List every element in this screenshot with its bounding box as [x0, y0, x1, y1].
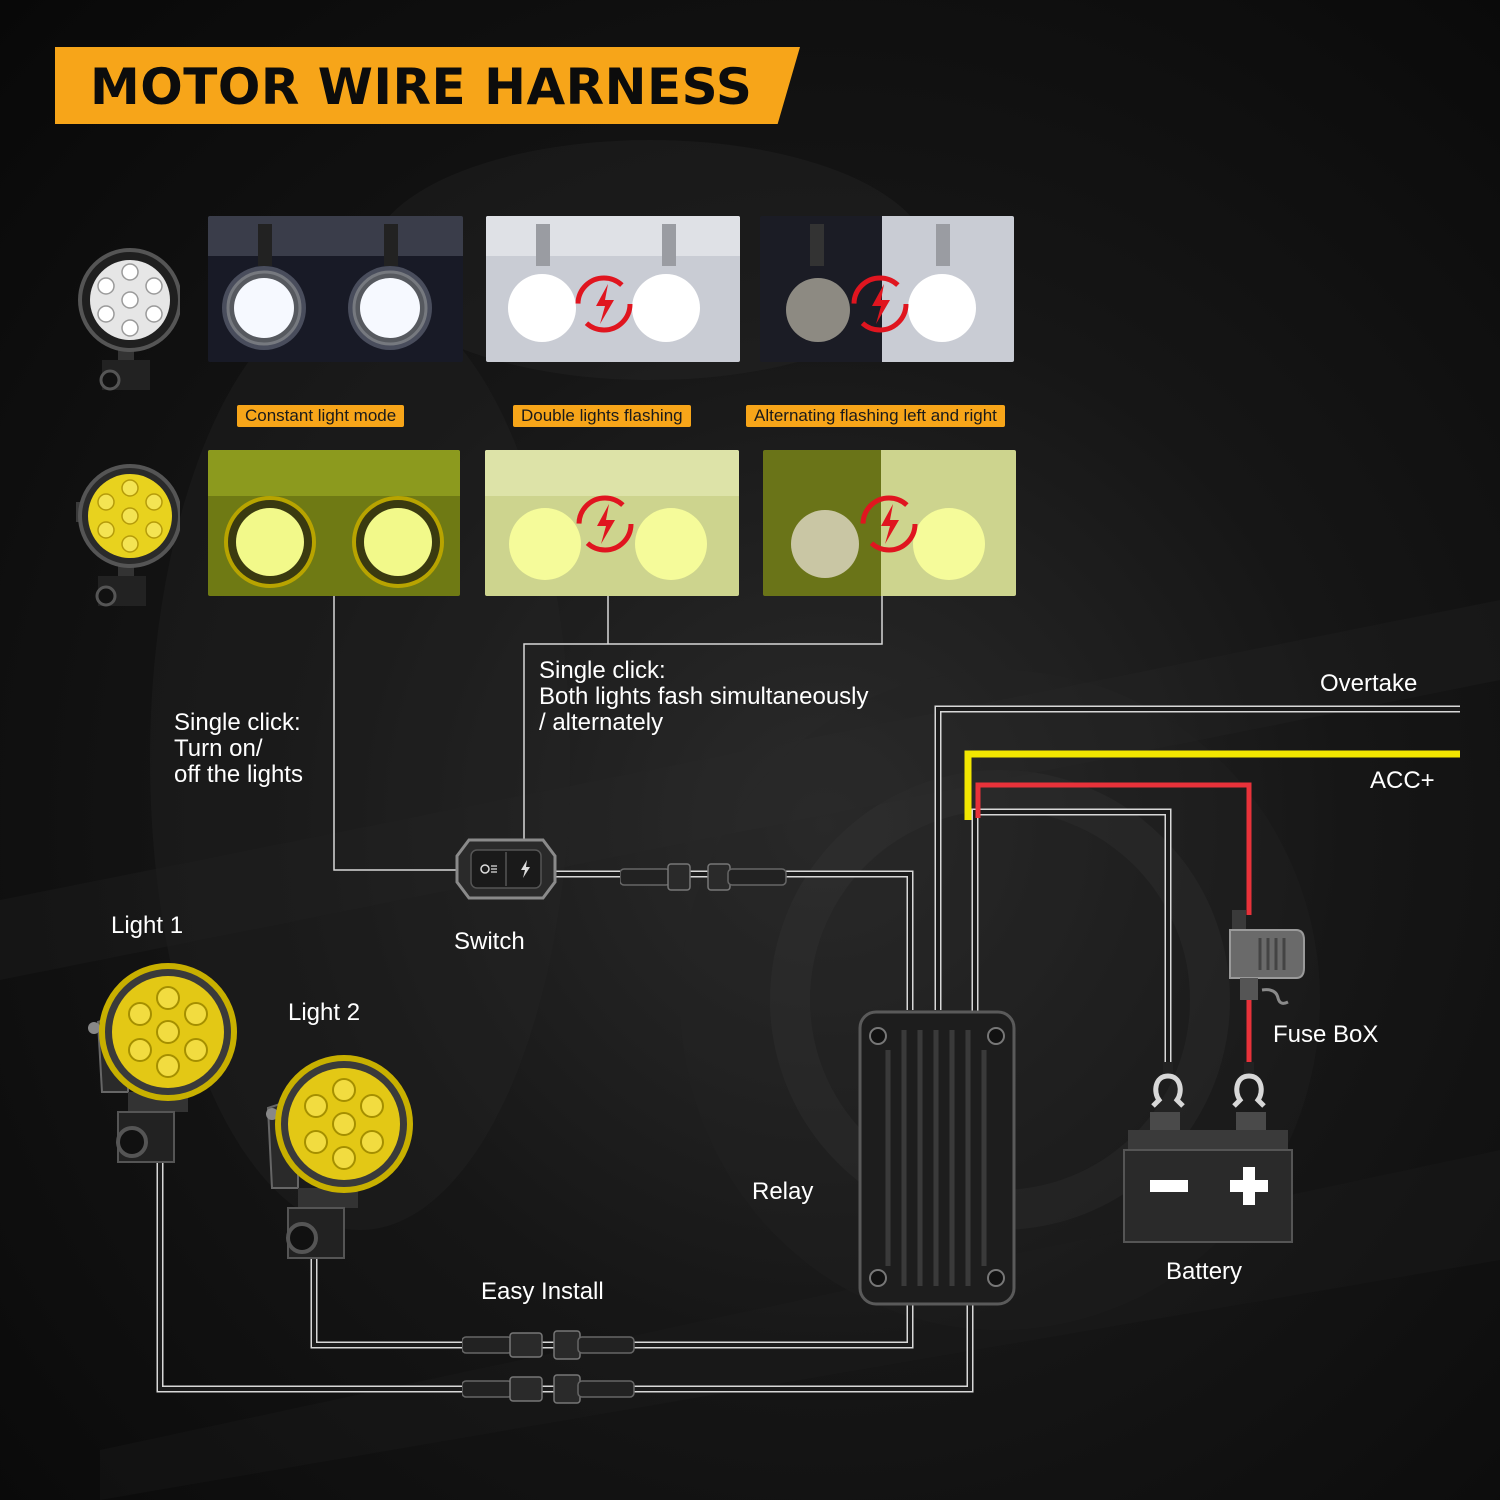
- fuse-box-icon: [1226, 910, 1306, 1008]
- mode-label-alternating: Alternating flashing left and right: [746, 405, 1005, 427]
- connector-icon: [620, 860, 790, 894]
- white-constant-panel: [208, 216, 463, 362]
- annotation-line: Single click:: [174, 709, 301, 736]
- easy-install-label: Easy Install: [481, 1278, 604, 1305]
- switch-label: Switch: [454, 928, 525, 955]
- overtake-label: Overtake: [1320, 670, 1418, 697]
- yellow-light-icon: [72, 460, 180, 610]
- page-title: MOTOR WIRE HARNESS: [90, 58, 753, 116]
- yellow-double-flash-panel: [485, 450, 739, 596]
- annotation-line: Turn on/: [174, 735, 263, 762]
- fuse-box-label: Fuse BoX: [1273, 1021, 1379, 1048]
- ring-terminal-icon: [1230, 1062, 1268, 1110]
- battery-label: Battery: [1166, 1258, 1243, 1285]
- light2-label: Light 2: [288, 999, 361, 1026]
- connector-icon: [462, 1328, 637, 1362]
- switch-click-annotation: Single click: Turn on/ off the lights: [174, 710, 303, 788]
- ring-terminal-icon: [1149, 1062, 1187, 1110]
- mode-label-constant: Constant light mode: [237, 405, 405, 427]
- yellow-alternating-panel: [763, 450, 1016, 596]
- mode-label-double: Double lights flashing: [513, 405, 691, 427]
- flash-swap-icon: [575, 275, 633, 333]
- annotation-line: Single click:: [539, 657, 666, 684]
- flash-swap-icon: [860, 495, 918, 553]
- light2-icon: [264, 1048, 414, 1262]
- annotation-line: Both lights fash simultaneously: [539, 683, 869, 710]
- connector-icon: [462, 1372, 637, 1406]
- white-double-flash-panel: [486, 216, 740, 362]
- relay-label: Relay: [752, 1178, 814, 1205]
- white-alternating-panel: [760, 216, 1014, 362]
- flash-swap-icon: [576, 495, 634, 553]
- light1-label: Light 1: [111, 912, 184, 939]
- white-light-icon: [72, 242, 180, 392]
- light1-icon: [88, 962, 238, 1170]
- title-banner: [55, 47, 800, 124]
- flash-swap-icon: [851, 275, 909, 333]
- acc-label: ACC+: [1370, 767, 1435, 794]
- annotation-line: off the lights: [174, 761, 303, 788]
- yellow-constant-panel: [208, 450, 460, 596]
- relay-icon: [858, 1010, 1016, 1306]
- flash-click-annotation: Single click: Both lights fash simultane…: [539, 658, 869, 736]
- annotation-line: / alternately: [539, 709, 664, 736]
- switch-icon: [455, 836, 557, 902]
- battery-icon: [1122, 1110, 1294, 1244]
